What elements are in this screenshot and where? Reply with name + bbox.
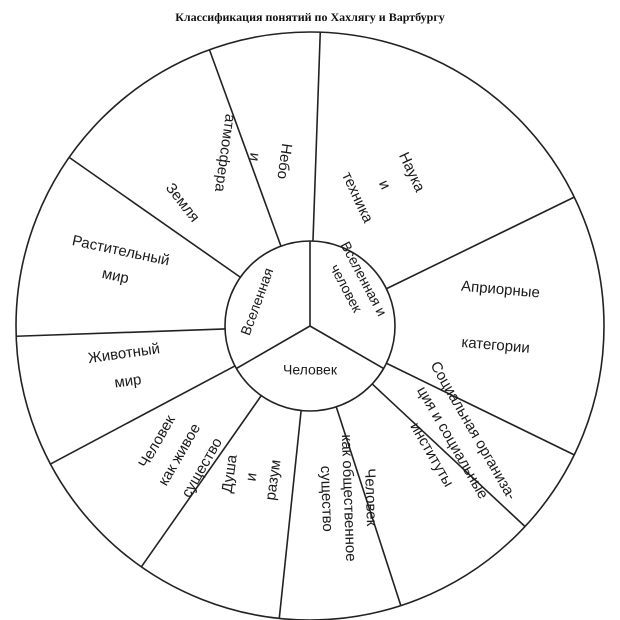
- outer-segment-nebo-line-3: атмосфера: [211, 113, 239, 194]
- outer-segment-socialnaya: Социальная организа-ция и социальныеинст…: [406, 358, 519, 502]
- outer-divider-9: [50, 365, 236, 465]
- outer-segment-chelovek-obshch-line-3: существо: [317, 465, 336, 532]
- outer-divider-3: [386, 196, 575, 290]
- outer-segment-rastitelnyj-line-1: Растительный: [71, 232, 172, 269]
- outer-segment-chelovek-obshch-line-2: как общественное: [338, 434, 359, 562]
- inner-segment-vselennaya-line-1: Вселенная: [237, 266, 276, 338]
- outer-segment-nauka-line-3: техника: [338, 169, 377, 226]
- outer-divider-5: [371, 383, 526, 528]
- outer-segment-chelovek-obshch-line-1: Человек: [361, 468, 380, 527]
- inner-segment-vselennaya: Вселенная: [237, 266, 276, 338]
- outer-divider-10: [16, 328, 226, 338]
- outer-segment-apriornye: Априорные категории: [460, 278, 540, 357]
- outer-segment-apriornye-line-2: категории: [461, 334, 531, 357]
- outer-divider-4: [386, 362, 575, 456]
- outer-segment-dusha-line-1: Душа: [219, 453, 241, 494]
- outer-segment-zemlya-line-1: Земля: [162, 180, 203, 226]
- outer-segment-nebo-line-2: и: [246, 152, 264, 163]
- inner-segment-chelovek: Человек: [283, 362, 338, 378]
- outer-divider-1: [208, 49, 282, 247]
- outer-segment-zhivotnyj-line-1: Животный: [87, 340, 161, 367]
- inner-divider-3: [235, 325, 311, 370]
- inner-segment-chelovek-line-1: Человек: [283, 362, 338, 378]
- outer-divider-7: [278, 410, 302, 619]
- inner-divider-2: [309, 325, 385, 370]
- outer-segment-zhivotnyj-line-2: мир: [113, 371, 142, 392]
- outer-segment-dusha-line-3: разум: [262, 459, 285, 502]
- outer-divider-8: [140, 395, 262, 568]
- outer-segment-nauka-line-1: Наука: [395, 150, 428, 196]
- outer-segment-nauka-line-2: и: [375, 177, 394, 192]
- outer-segment-dusha-line-2: и: [242, 472, 260, 483]
- outer-segment-nebo-line-1: Небо: [273, 142, 295, 180]
- outer-segment-zemlya: Земля: [162, 180, 203, 226]
- outer-circle: [15, 31, 605, 620]
- outer-divider-6: [335, 406, 402, 606]
- page-title: Классификация понятий по Хахлягу и Вартб…: [175, 10, 445, 24]
- outer-segment-zhivotnyj: Животный мир: [87, 340, 161, 392]
- outer-divider-11: [68, 156, 241, 278]
- outer-segment-rastitelnyj-line-2: мир: [100, 265, 130, 287]
- outer-segment-apriornye-line-1: Априорные: [460, 278, 540, 302]
- outer-divider-2: [312, 32, 322, 242]
